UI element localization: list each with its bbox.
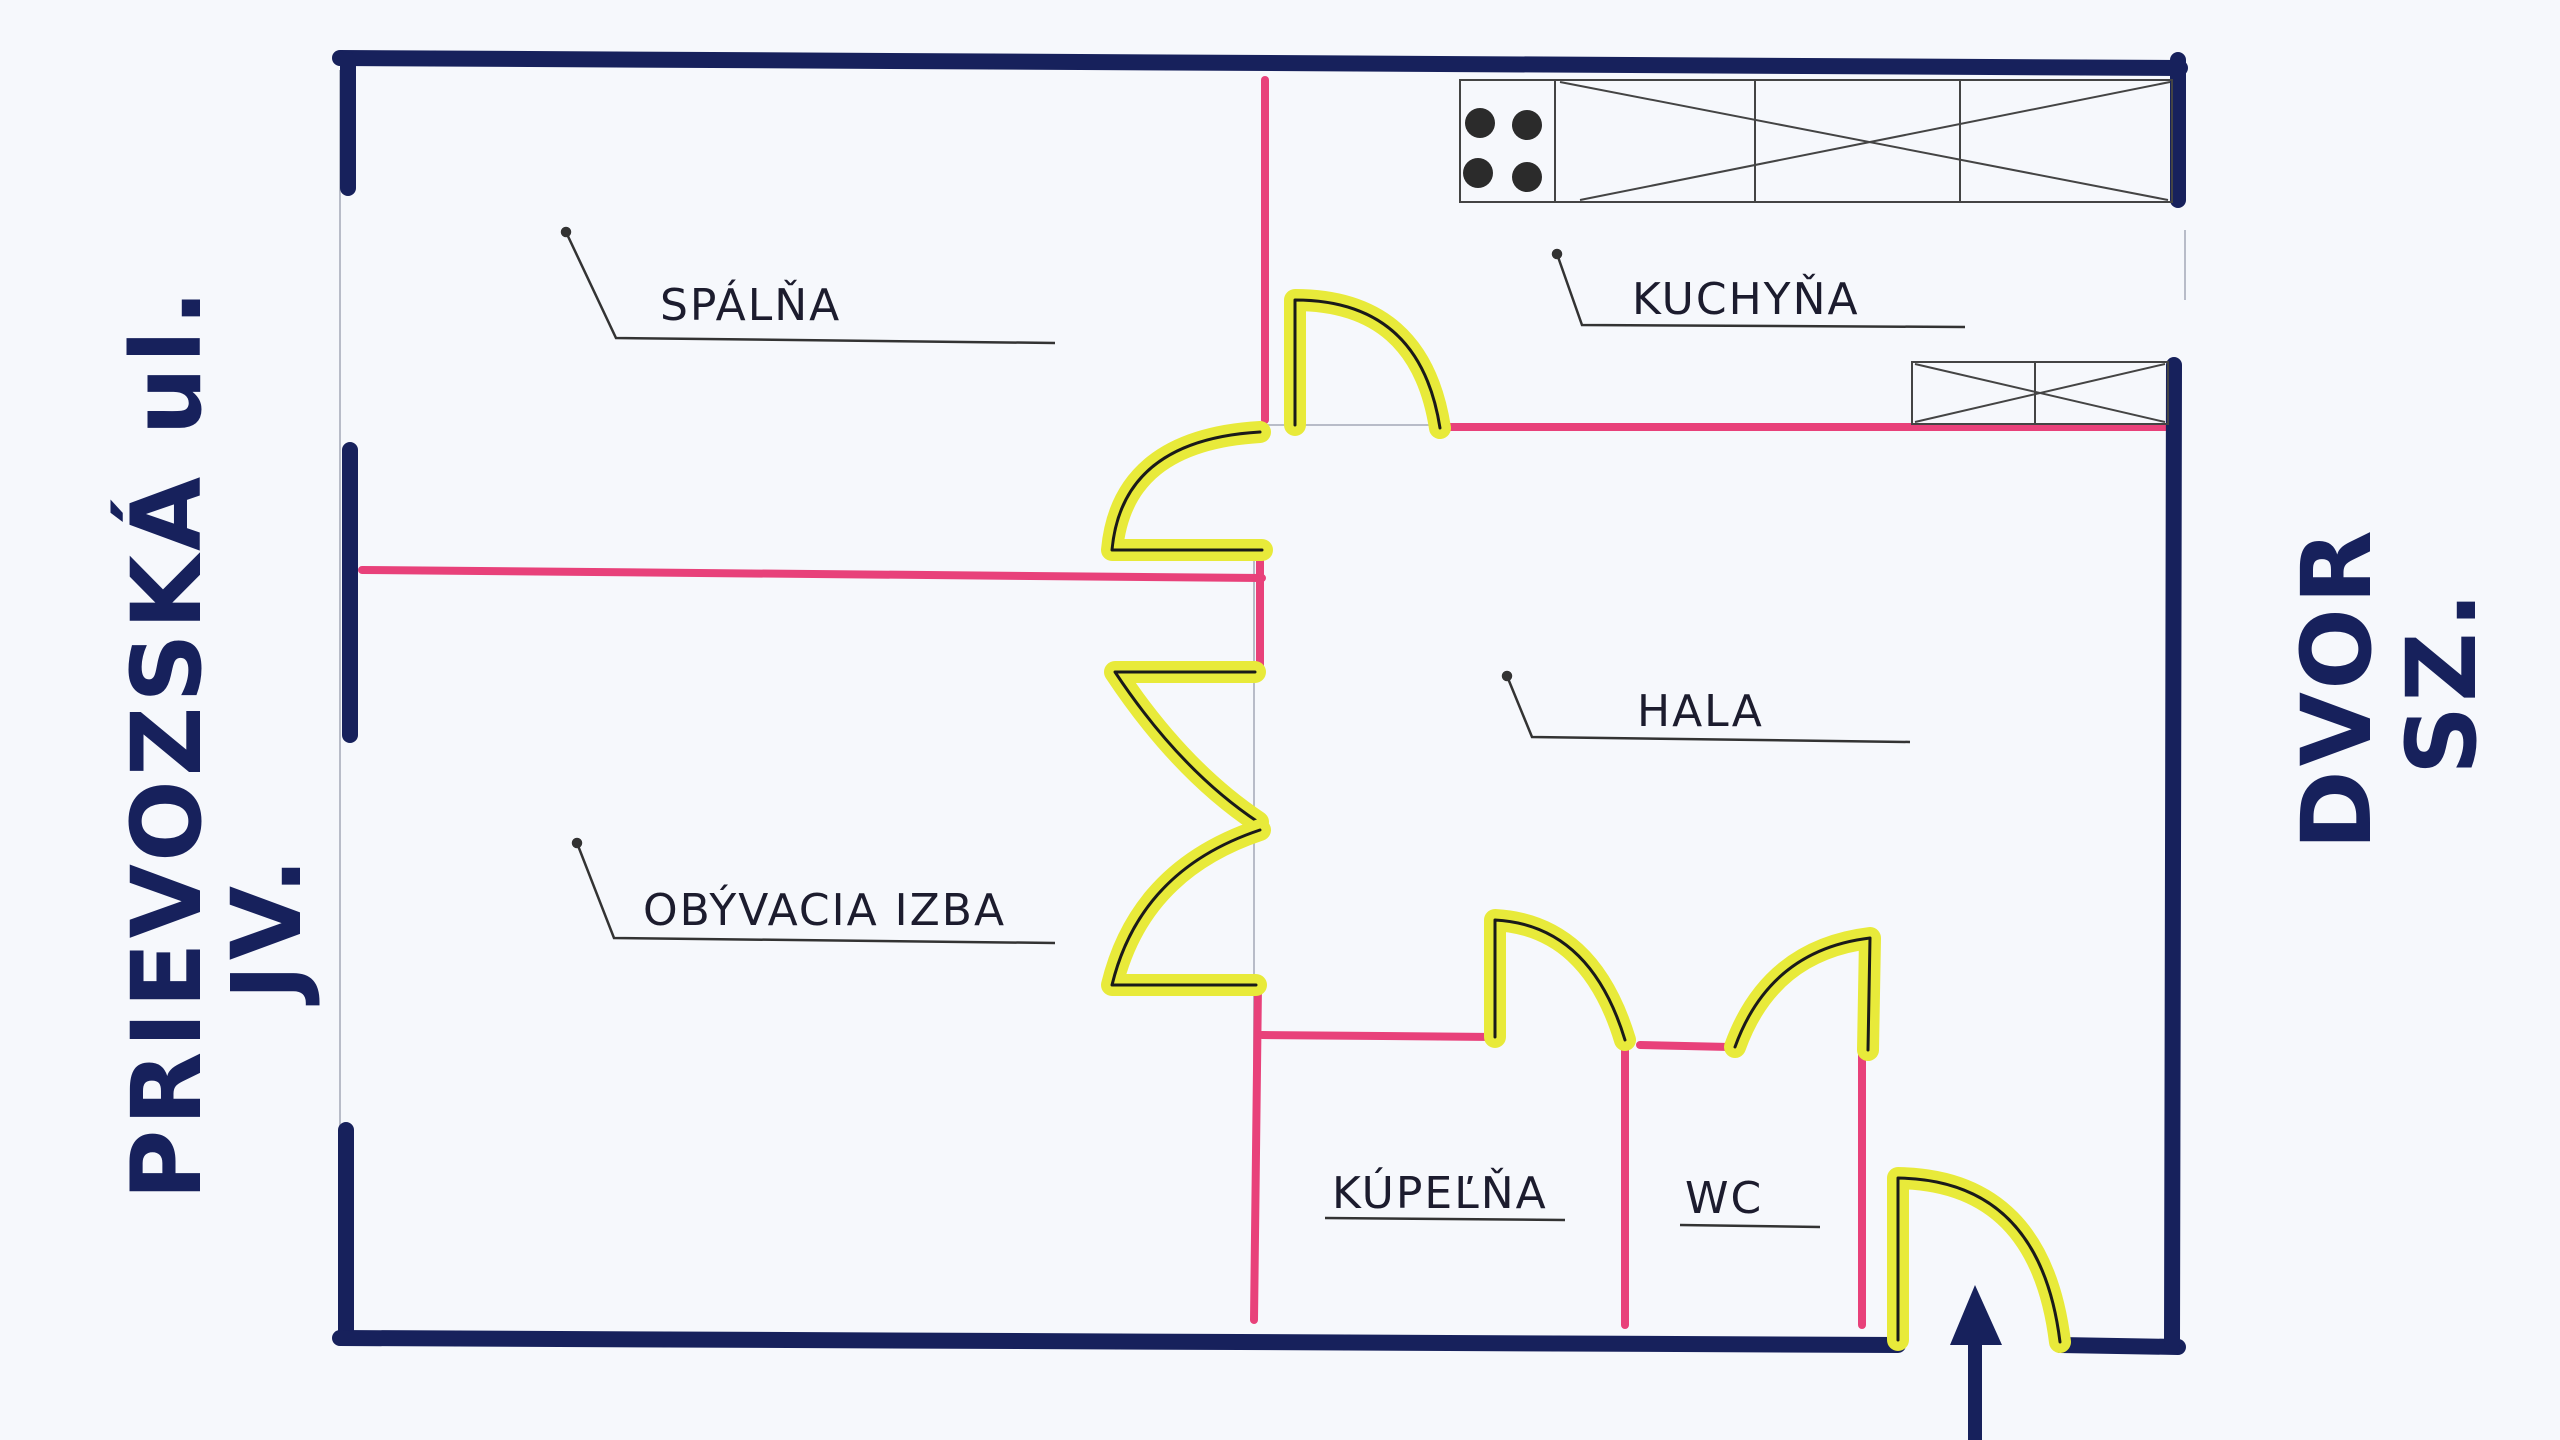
leader-living [575, 842, 1056, 945]
entrance-arrow-icon [1950, 1285, 2002, 1440]
door-bedroom [1101, 421, 1273, 561]
street-right-orientation: SZ. [2386, 588, 2498, 775]
wall-wc-top [1636, 1041, 1734, 1051]
room-label-hall: HALA [1637, 686, 1764, 737]
wall-bathroom-top [1258, 1031, 1499, 1041]
inner-walls [358, 76, 2174, 1329]
street-left-orientation: JV. [211, 854, 323, 1006]
wall-bedroom-living [358, 566, 1266, 582]
wall-hall-west-lower [1250, 981, 1262, 1324]
room-label-living-room: OBÝVACIA IZBA [643, 883, 1006, 936]
street-left-name: PRIEVOZSKÁ ul. [110, 286, 223, 1200]
door-entrance [1887, 1167, 2071, 1353]
street-labels: PRIEVOZSKÁ ul. JV. DVOR SZ. [110, 286, 2498, 1200]
door-wc [1724, 927, 1881, 1061]
underline-bathroom [1324, 1216, 1566, 1222]
room-labels: SPÁLŇA KUCHYŇA HALA OBÝVACIA IZBA KÚPEĽŇ… [643, 273, 1860, 1224]
room-label-bathroom: KÚPEĽŇA [1332, 1166, 1548, 1219]
outer-wall-bottom-east [2052, 1337, 2186, 1355]
kitchen-counter [1459, 79, 2173, 203]
room-label-kitchen: KUCHYŇA [1632, 273, 1860, 325]
leader-hall [1505, 675, 1911, 744]
leader-bedroom [564, 231, 1056, 345]
door-bathroom [1484, 909, 1636, 1051]
door-living-upper [1104, 661, 1269, 833]
room-label-bedroom: SPÁLŇA [660, 278, 841, 331]
kitchen-cabinet [1911, 361, 2169, 425]
underline-wc [1679, 1223, 1821, 1229]
stove-burners-icon [1463, 108, 1542, 192]
doors [1101, 289, 2071, 1353]
outer-walls [332, 50, 2188, 1355]
street-right-name: DVOR [2281, 526, 2393, 850]
outer-wall-top [332, 50, 2188, 76]
outer-wall-bottom [332, 1330, 1906, 1353]
door-kitchen [1284, 289, 1451, 439]
room-label-wc: WC [1685, 1173, 1763, 1224]
label-leaders [560, 226, 1966, 1229]
leader-kitchen [1555, 253, 1966, 329]
door-living-lower [1101, 819, 1271, 996]
outer-wall-right-bottom [2164, 357, 2182, 1353]
